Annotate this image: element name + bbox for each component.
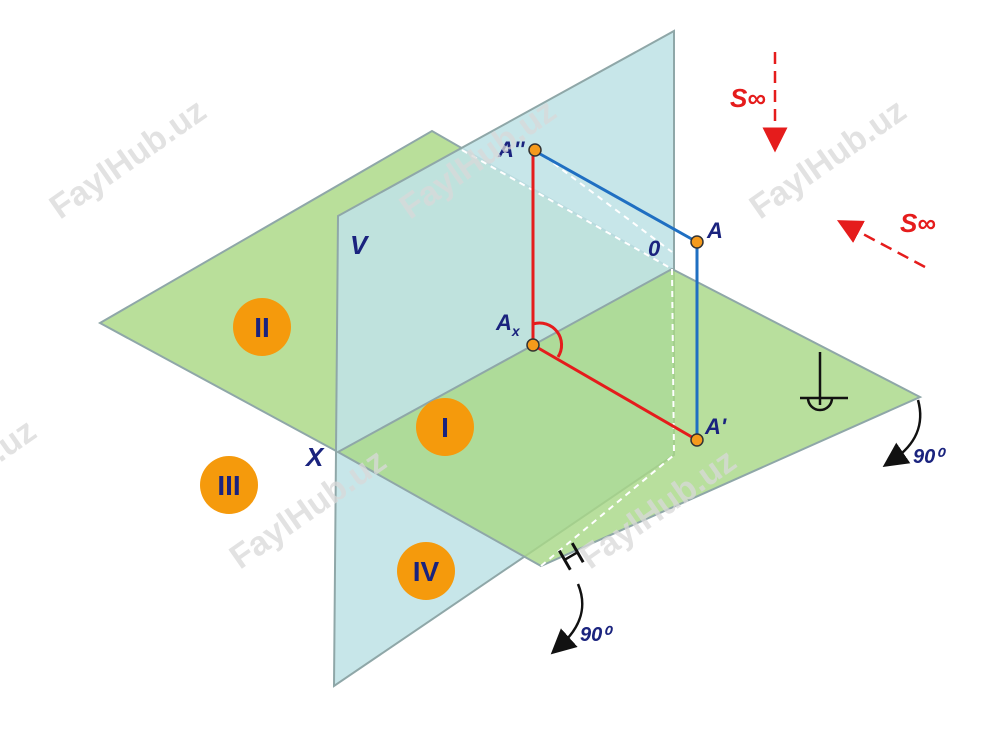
quadrant-badge-III: [200, 456, 258, 514]
label-A: A: [706, 218, 723, 243]
rotation-arrow-bottom: [550, 583, 584, 655]
label-origin: 0: [648, 236, 661, 261]
label-A-double-prime: A'': [497, 137, 525, 162]
quadrant-badge-I: [416, 398, 474, 456]
hidden-edge-v-right: [671, 268, 675, 456]
rotation-arrow-right: [882, 399, 922, 468]
label-A-x-main: A: [495, 310, 512, 335]
watermark: FaylHub.uz: [0, 411, 43, 546]
quadrant-label-II: II: [254, 312, 270, 343]
label-A-prime: A': [704, 414, 727, 439]
point-A-x: [526, 338, 540, 352]
label-plane-V: V: [350, 230, 370, 260]
hidden-edge-v-bottom: [540, 454, 675, 567]
point-A: [690, 235, 704, 249]
horizontal-plane-front: [335, 267, 923, 568]
quadrant-label-IV: IV: [413, 556, 440, 587]
label-A-x: Ax: [495, 310, 521, 339]
direction-label-s1: S∞: [730, 83, 766, 113]
point-A-double-prime: [528, 143, 542, 157]
rotation-label-right: 90⁰: [913, 446, 946, 468]
direction-arrow-horizontal: [836, 220, 926, 269]
quadrant-badge-II: [233, 298, 291, 356]
label-axis-x: X: [304, 442, 325, 472]
right-angle-arc: [532, 321, 564, 358]
direction-label-s2: S∞: [900, 208, 936, 238]
rotation-label-bottom: 90⁰: [580, 624, 613, 646]
watermark: FaylHub.uz: [743, 91, 913, 226]
view-eye-icon: [800, 352, 848, 412]
projection-line-Ad-A: [532, 148, 698, 244]
quadrant-label-III: III: [217, 470, 240, 501]
quadrant-badge-IV: [397, 542, 455, 600]
point-A-prime: [690, 433, 704, 447]
label-A-x-sub: x: [511, 323, 521, 339]
watermark: FaylHub.uz: [43, 91, 213, 226]
hidden-edge-h-back: [461, 149, 673, 270]
quadrant-label-I: I: [441, 412, 449, 443]
projection-line-Ax-Ap: [532, 343, 698, 442]
